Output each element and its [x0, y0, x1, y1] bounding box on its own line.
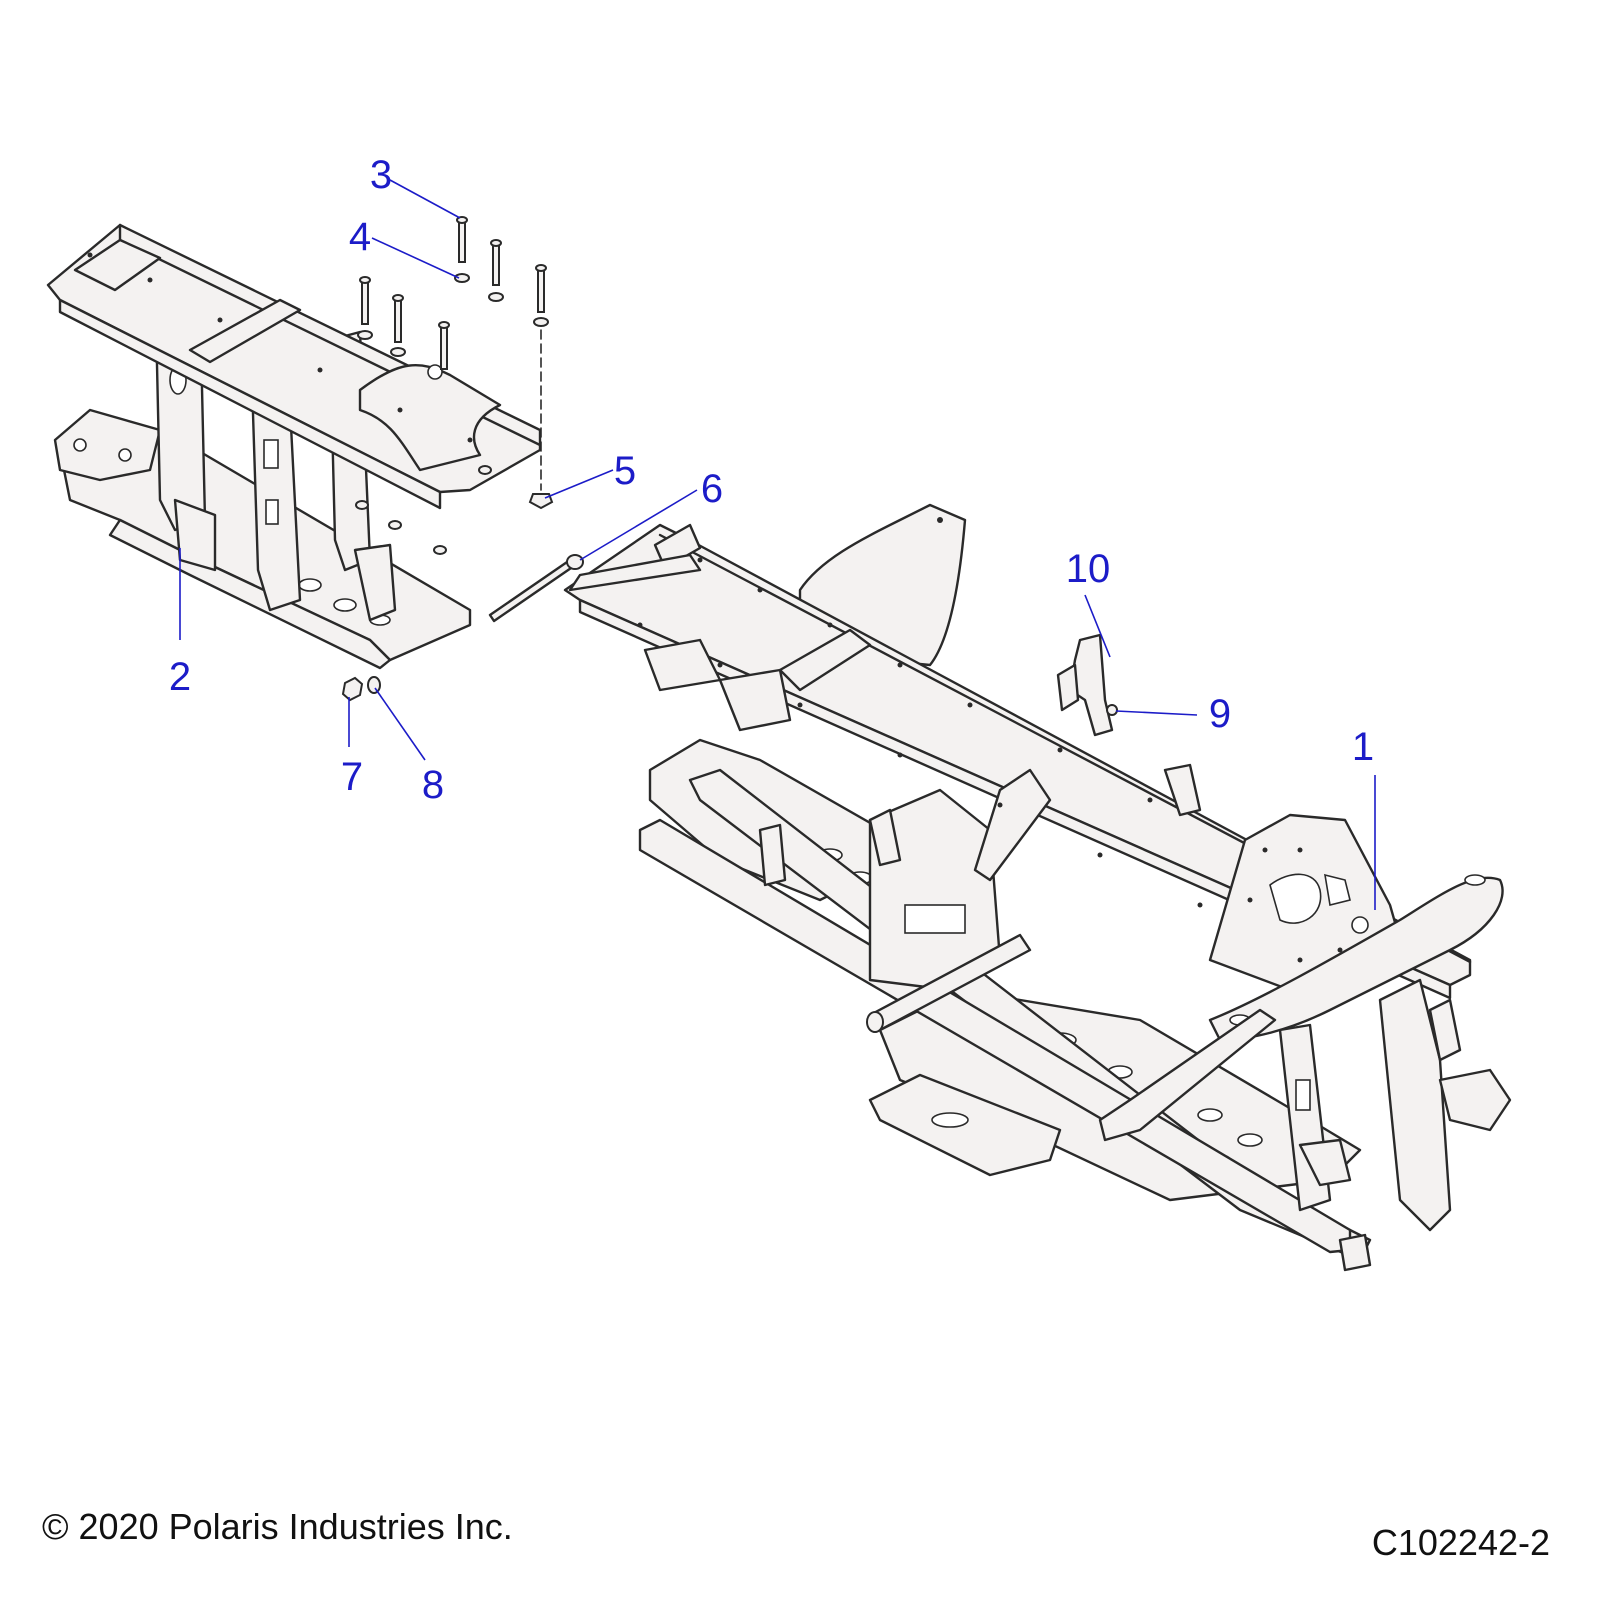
callout-10: 10 [1066, 547, 1111, 591]
callout-4: 4 [349, 215, 371, 259]
callout-9: 9 [1209, 692, 1231, 736]
copyright-notice: © 2020 Polaris Industries Inc. [42, 1506, 513, 1547]
callout-2: 2 [169, 655, 191, 699]
main-frame [563, 503, 1512, 1272]
pivot-shaft [341, 554, 584, 702]
callout-5: 5 [614, 449, 636, 493]
bolt-set [357, 216, 554, 510]
rear-subframe [46, 223, 542, 670]
bracket-part-10 [1056, 633, 1118, 737]
callout-labels: 1 2 3 4 5 6 7 8 9 10 [169, 153, 1374, 807]
callout-8: 8 [422, 763, 444, 807]
callout-6: 6 [701, 467, 723, 511]
diagram-id: C102242-2 [1371, 1522, 1550, 1563]
leader-lines [179, 179, 1376, 910]
callout-7: 7 [341, 755, 363, 799]
callout-3: 3 [370, 153, 392, 197]
callout-1: 1 [1352, 725, 1374, 769]
